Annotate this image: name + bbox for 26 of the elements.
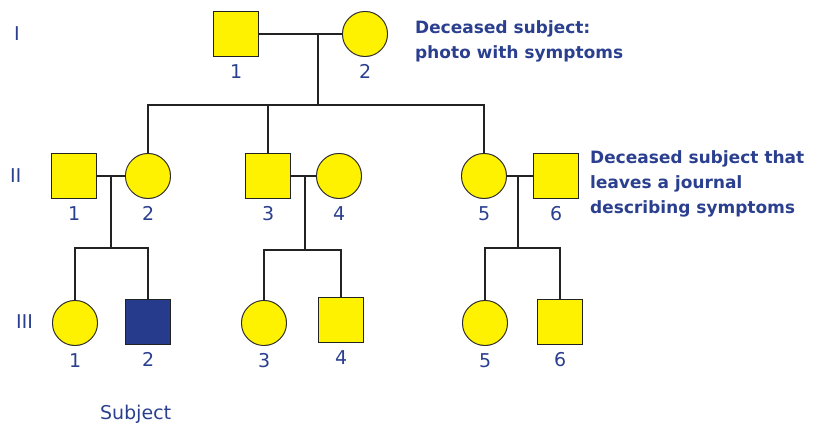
generation-label: II (10, 164, 22, 189)
pedigree-line (317, 34, 485, 153)
individual-number: 1 (68, 350, 82, 372)
pedigree-line (517, 176, 561, 299)
individual-number: 1 (228, 61, 244, 83)
individual-number: 3 (260, 203, 276, 225)
pedigree-line (291, 175, 316, 177)
pedigree-line (259, 33, 342, 35)
generation-label: III (16, 310, 33, 335)
note-text: Deceased subject: photo with symptoms (415, 17, 624, 65)
individual-number: 3 (256, 350, 272, 372)
pedigree-line (507, 175, 533, 177)
individual-number: 2 (140, 203, 156, 225)
individual-number: 5 (478, 350, 492, 372)
individual-number: 6 (548, 203, 564, 225)
individual-number: 2 (140, 349, 156, 371)
individual-number: 6 (552, 349, 568, 371)
individual-number: 2 (358, 61, 372, 83)
generation-label: I (14, 22, 20, 47)
pedigree-line (97, 175, 125, 177)
individual-number: 5 (476, 203, 492, 225)
note-text: Deceased subject that leaves a journal describing symptoms (590, 147, 806, 220)
subject-caption: Subject (100, 401, 172, 426)
individual-number: 4 (334, 347, 348, 369)
individual-number: 1 (66, 203, 82, 225)
individual-number: 4 (332, 203, 346, 225)
